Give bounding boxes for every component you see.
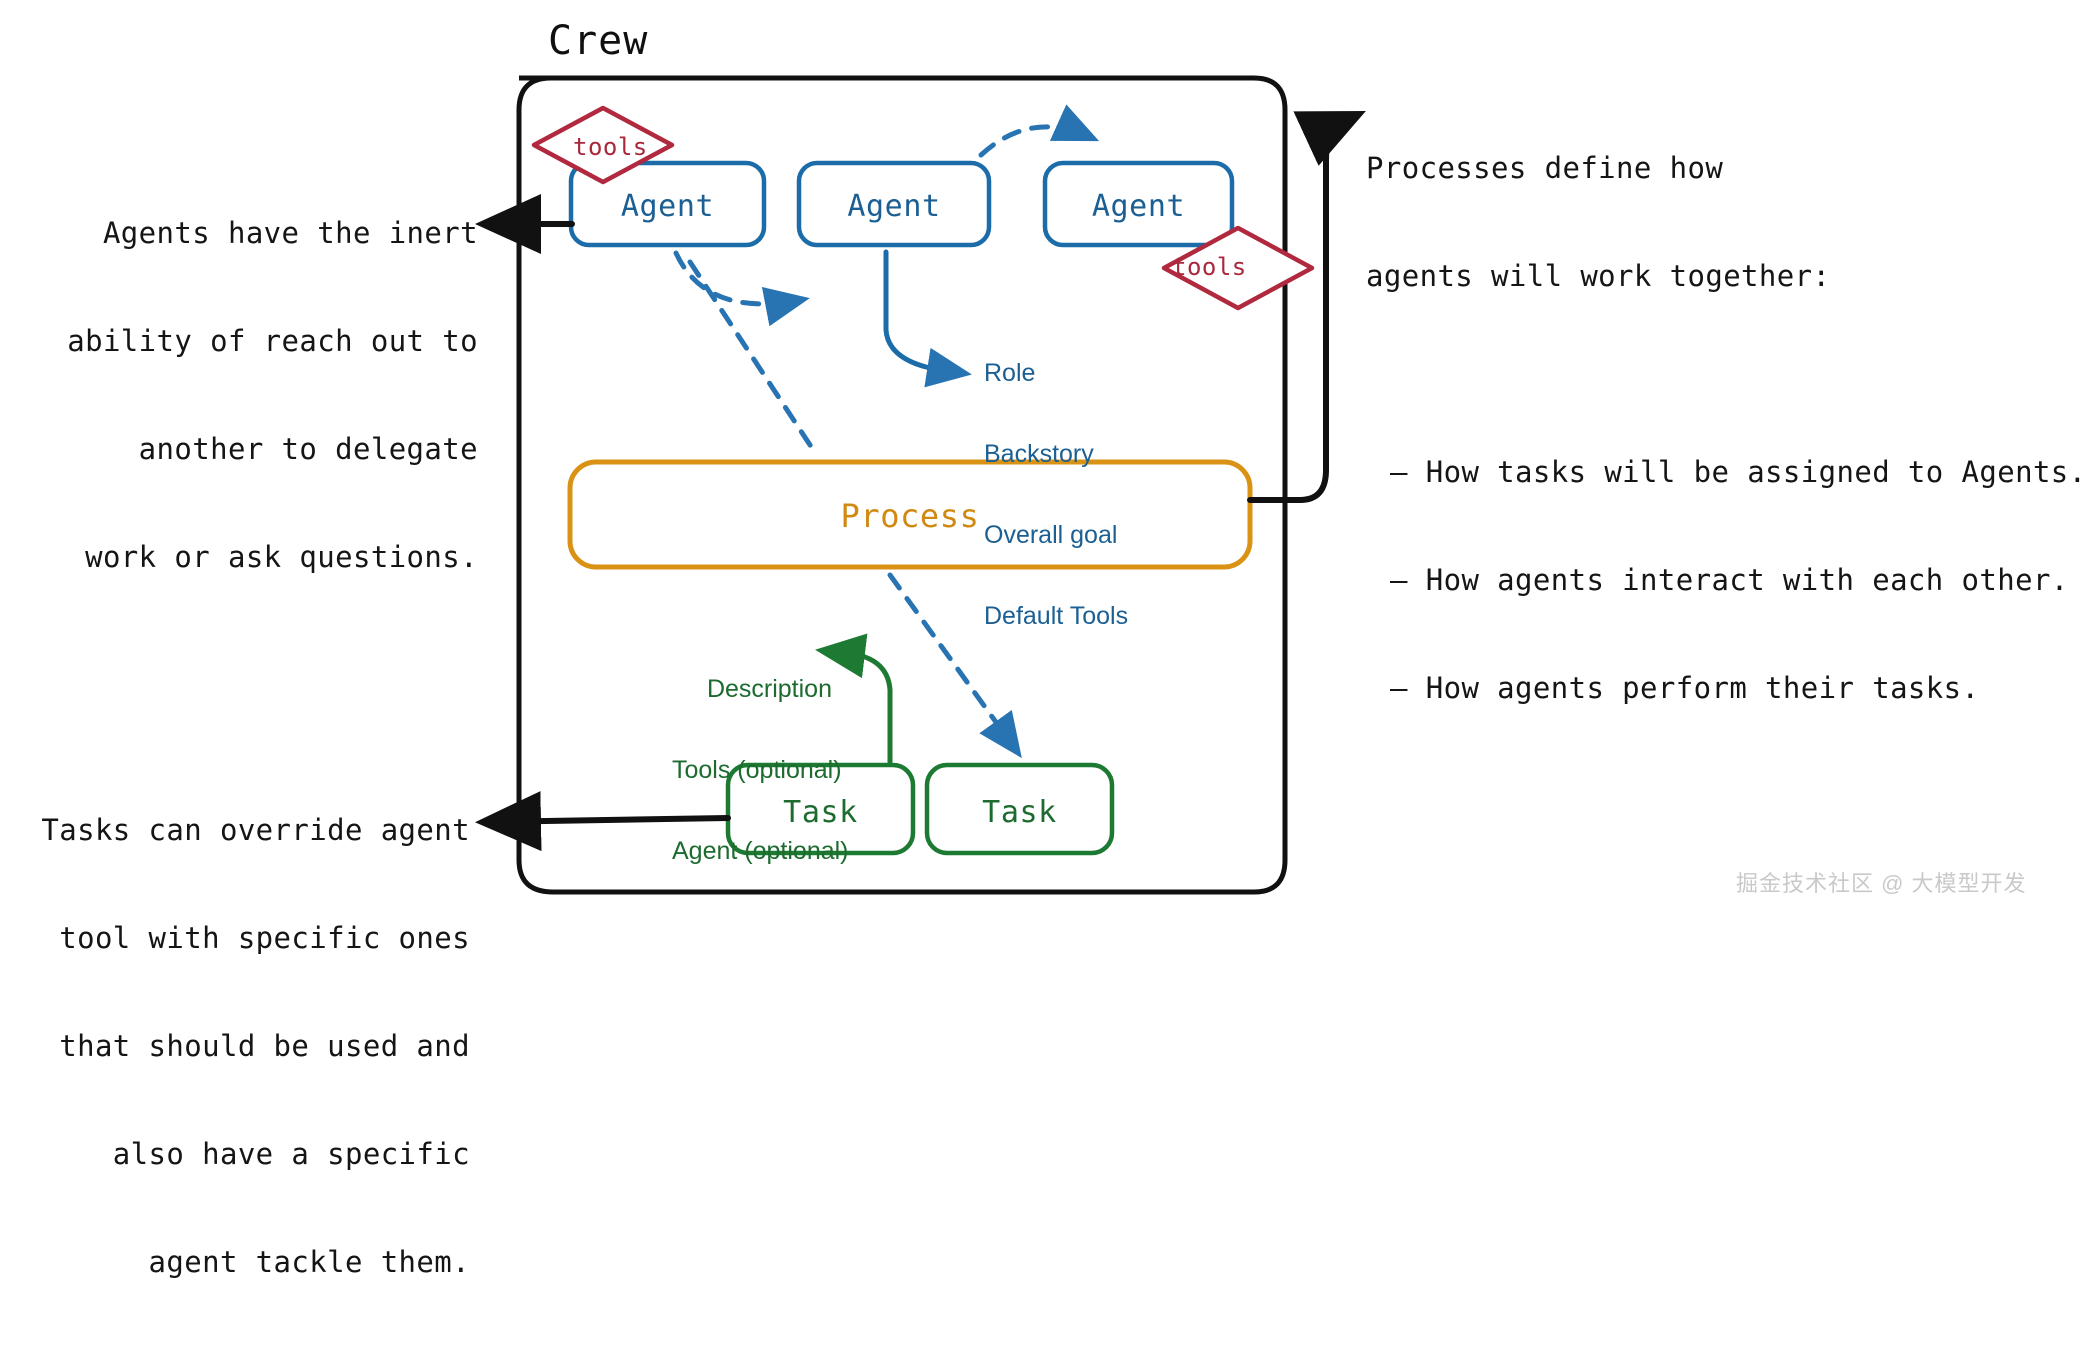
- callout-agents: Agents have the inert ability of reach o…: [18, 143, 478, 647]
- callout-agents-line-1: Agents have the inert: [102, 216, 478, 250]
- process-callout-connector: [1247, 110, 1366, 503]
- callout-process-bullets: – How tasks will be assigned to Agents. …: [1366, 382, 2084, 778]
- callout-process-bullet-1: – How tasks will be assigned to Agents.: [1390, 455, 2084, 489]
- callout-tasks: Tasks can override agent tool with speci…: [0, 740, 470, 1352]
- callout-tasks-line-5: agent tackle them.: [148, 1245, 470, 1279]
- delegation-arrow-1: [673, 250, 810, 327]
- diagram-canvas: Crew Agents have the inert ability of re…: [18, 18, 2084, 1279]
- task-label-2: Task: [982, 795, 1057, 830]
- delegation-arrow-2: [978, 104, 1100, 158]
- callout-process-bullet-2: – How agents interact with each other.: [1390, 563, 2069, 597]
- callout-tasks-line-2: tool with specific ones: [59, 921, 470, 955]
- task-attribute-description: Description: [706, 675, 832, 703]
- task-attribute-tools: Tools (optional): [672, 756, 842, 784]
- agent-attribute-role: Role: [984, 359, 1036, 387]
- agent-attribute-overall-goal: Overall goal: [984, 521, 1118, 549]
- callout-agents-line-2: ability of reach out to: [67, 324, 478, 358]
- agent-to-process-arrow: [687, 259, 815, 451]
- agent-attr-pointer: [883, 249, 972, 388]
- callout-process-heading-2: agents will work together:: [1366, 259, 1831, 293]
- task-attribute-agent: Agent (optional): [672, 837, 849, 865]
- task-label-1: Task: [783, 795, 858, 830]
- process-label: Process: [840, 497, 980, 535]
- agent-attribute-default-tools: Default Tools: [984, 602, 1129, 630]
- tools-label-2: tools: [1172, 253, 1247, 281]
- callout-process: Processes define how agents will work to…: [1366, 78, 2084, 850]
- tools-label-1: tools: [573, 133, 648, 161]
- agent-attribute-backstory: Backstory: [984, 440, 1094, 468]
- callout-process-bullet-3: – How agents perform their tasks.: [1390, 671, 1980, 705]
- callout-agents-line-4: work or ask questions.: [85, 540, 478, 574]
- callout-tasks-line-4: also have a specific: [112, 1137, 470, 1171]
- agent-label-3: Agent: [1091, 189, 1186, 224]
- agent-label-1: Agent: [620, 189, 715, 224]
- callout-agents-line-3: another to delegate: [138, 432, 478, 466]
- callout-process-heading-1: Processes define how: [1366, 151, 1724, 185]
- watermark: 掘金技术社区 @ 大模型开发: [1736, 871, 2027, 896]
- agent-label-2: Agent: [847, 189, 941, 224]
- task-attributes-list: Description Tools (optional) Agent (opti…: [672, 622, 849, 919]
- agent-attributes-list: Role Backstory Overall goal Default Tool…: [984, 306, 1128, 684]
- task-attr-pointer: [815, 633, 893, 765]
- callout-tasks-line-3: that should be used and: [59, 1029, 470, 1063]
- callout-tasks-line-1: Tasks can override agent: [41, 813, 470, 847]
- page-title: Crew: [548, 18, 649, 64]
